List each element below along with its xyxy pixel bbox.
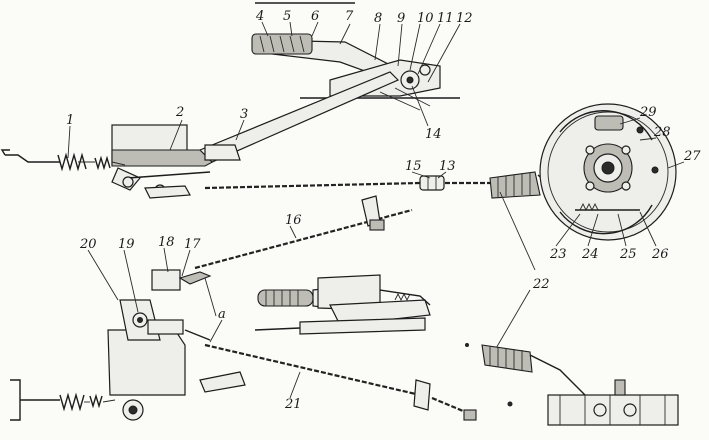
rear-cable-16 — [194, 208, 413, 270]
callout-labels: 4 5 6 7 8 9 10 11 12 14 1 2 3 15 13 29 2… — [66, 9, 701, 412]
callout-11: 11 — [437, 11, 454, 26]
return-spring — [0, 149, 126, 172]
callout-28: 28 — [653, 125, 671, 140]
lever-rod-assembly — [111, 71, 400, 199]
callout-a: a — [218, 307, 226, 322]
callout-20: 20 — [79, 237, 97, 252]
leader-22-top — [499, 191, 536, 271]
callout-23: 23 — [549, 247, 567, 262]
lower-right-assembly — [481, 344, 679, 426]
cable-bracket — [361, 195, 385, 231]
cable-adjuster-15-13 — [419, 175, 445, 191]
callout-8: 8 — [374, 11, 382, 26]
callout-26: 26 — [651, 247, 669, 262]
callout-24: 24 — [581, 247, 599, 262]
callout-5: 5 — [283, 9, 291, 24]
linkage-assembly — [107, 269, 246, 421]
cable-clip — [413, 379, 477, 421]
callout-15: 15 — [405, 159, 422, 174]
callout-19: 19 — [118, 237, 135, 252]
callout-7: 7 — [345, 9, 354, 24]
callout-18: 18 — [158, 235, 175, 250]
callout-29: 29 — [639, 105, 657, 120]
handle-grip-assembly — [254, 274, 431, 335]
leader-22-bottom — [494, 289, 531, 351]
callout-3: 3 — [240, 107, 248, 122]
callout-4: 4 — [255, 9, 264, 24]
callout-6: 6 — [311, 9, 319, 24]
callout-22: 22 — [532, 277, 550, 292]
callout-27: 27 — [683, 149, 701, 164]
brake-backing-plate — [539, 103, 677, 241]
callout-10: 10 — [417, 11, 434, 26]
dot-mark-2 — [465, 343, 469, 347]
lower-spring — [10, 379, 116, 421]
callout-12: 12 — [456, 11, 473, 26]
callout-14: 14 — [425, 127, 442, 142]
callout-16: 16 — [285, 213, 302, 228]
callout-1: 1 — [66, 113, 74, 128]
leader-lines — [67, 21, 685, 399]
callout-2: 2 — [175, 105, 184, 120]
callout-21: 21 — [284, 397, 302, 412]
dot-mark — [507, 401, 513, 407]
callout-25: 25 — [619, 247, 637, 262]
callout-9: 9 — [397, 11, 405, 26]
front-cable — [204, 181, 421, 190]
callout-17: 17 — [184, 237, 201, 252]
rear-cable-21 — [204, 343, 421, 397]
callout-13: 13 — [439, 159, 456, 174]
